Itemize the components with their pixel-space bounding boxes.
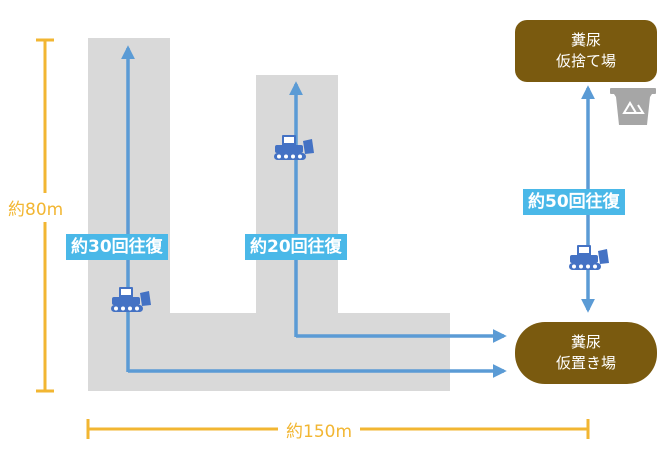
route1-label: 約30回往復 — [66, 234, 168, 260]
recycle-bin-icon — [610, 88, 656, 125]
temp-station: 糞尿 仮置き場 — [515, 322, 657, 384]
height-label: 約80m — [6, 193, 66, 222]
dump-station: 糞尿 仮捨て場 — [515, 20, 657, 82]
route2-label: 約20回往復 — [245, 234, 347, 260]
dump-station-line1: 糞尿 — [570, 31, 601, 49]
route3-label: 約50回往復 — [523, 189, 625, 215]
temp-station-line2: 仮置き場 — [555, 354, 616, 372]
dump-station-line2: 仮捨て場 — [555, 52, 616, 70]
bulldozer-icon — [569, 245, 609, 270]
temp-station-line1: 糞尿 — [570, 333, 601, 351]
work-area — [88, 38, 450, 391]
width-label: 約150m — [278, 417, 361, 442]
